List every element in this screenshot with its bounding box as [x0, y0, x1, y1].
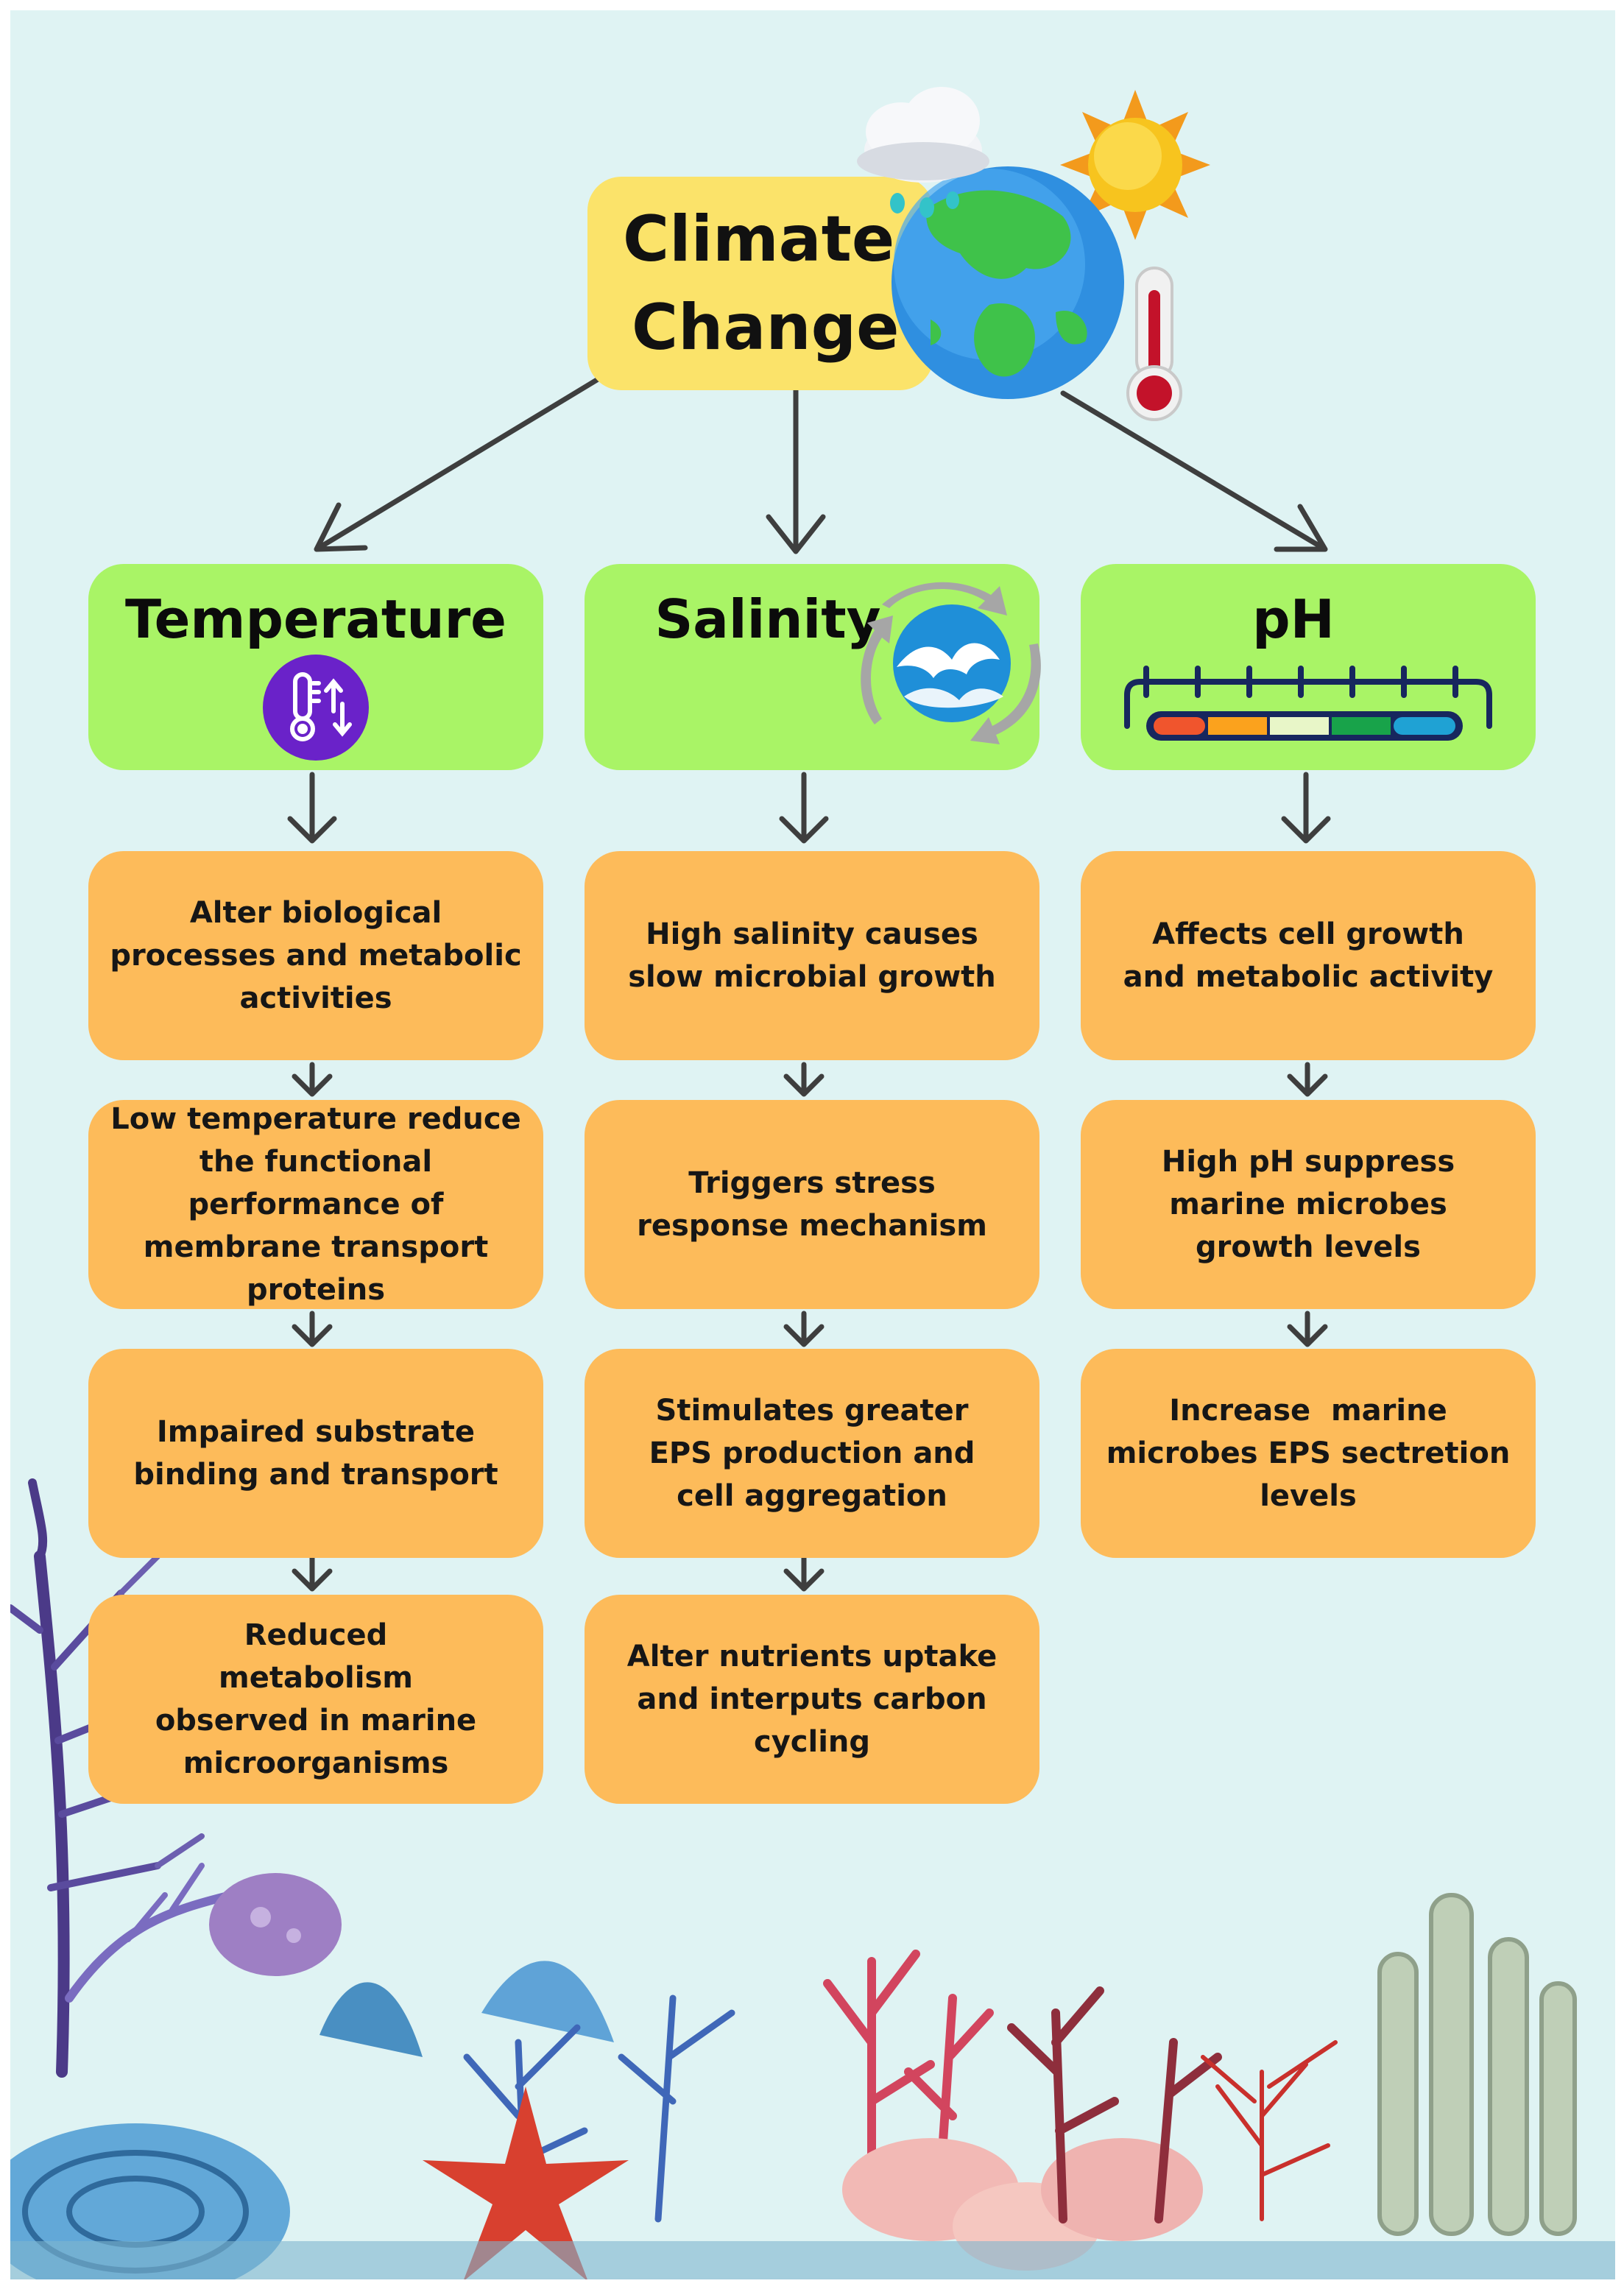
effect-temperature-3: Impaired substrate binding and transport [88, 1349, 543, 1558]
root-title-line-2: Change [632, 291, 900, 364]
diagram-canvas: Climate Change [10, 10, 1615, 2279]
thermometer-updown-icon [263, 655, 369, 761]
arrow-root-ph [1060, 390, 1328, 552]
effect-ph-3: Increase marine microbes EPS sectretion … [1081, 1349, 1536, 1558]
factor-label-temperature: Temperature [125, 588, 506, 650]
effect-ph-1: Affects cell growth and metabolic activi… [1081, 851, 1536, 1060]
effect-temperature-1: Alter biological processes and metabolic… [88, 851, 543, 1060]
effect-salinity-3: Stimulates greater EPS production and ce… [585, 1349, 1039, 1558]
arrow-connectors [287, 375, 1331, 1592]
effect-salinity-2: Triggers stress response mechanism [585, 1100, 1039, 1309]
factor-label-salinity: Salinity [654, 588, 881, 650]
root-node-climate-change: Climate Change [587, 177, 933, 390]
effect-salinity-4: Alter nutrients uptake and interputs car… [585, 1595, 1039, 1804]
effect-temperature-4: Reduced metabolism observed in marine mi… [88, 1595, 543, 1804]
waves-cycle-icon [861, 582, 1041, 744]
effect-ph-2: High pH suppress marine microbes growth … [1081, 1100, 1536, 1309]
arrow-root-salinity [766, 387, 826, 554]
factor-ph: pH [1081, 564, 1536, 770]
factor-temperature: Temperature [88, 564, 543, 770]
coral-reef-illustration [10, 1478, 1615, 2279]
factor-salinity: Salinity [585, 564, 1041, 770]
effect-salinity-1: High salinity causes slow microbial grow… [585, 851, 1039, 1060]
factor-label-ph: pH [1252, 588, 1335, 650]
effect-temperature-2: Low temperature reduce the functional pe… [88, 1100, 543, 1309]
ph-scale-icon [1124, 666, 1492, 741]
root-title-line-1: Climate [623, 202, 895, 276]
arrow-root-temperature [314, 375, 602, 552]
